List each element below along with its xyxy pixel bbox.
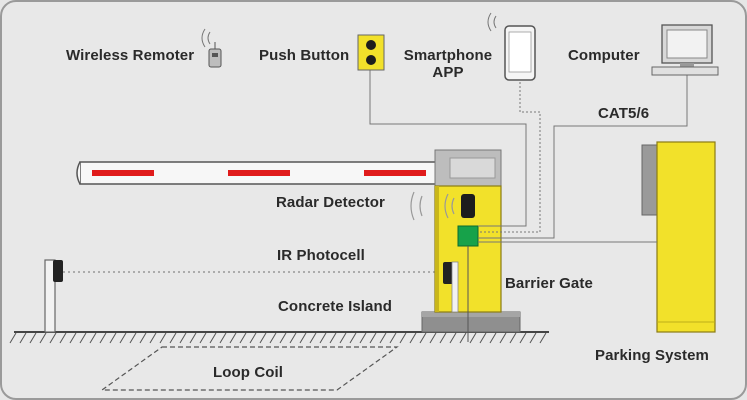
ir-photocell-post xyxy=(44,259,63,333)
label-smartphone-line2: APP xyxy=(432,64,464,81)
loop-coil-shape xyxy=(100,346,399,391)
concrete-island xyxy=(421,311,521,333)
label-ir-photocell: IR Photocell xyxy=(277,247,365,264)
label-smartphone-app: Smartphone APP xyxy=(398,47,498,81)
radar-waves xyxy=(410,191,455,221)
push-button-icon xyxy=(357,34,385,71)
label-concrete-island: Concrete Island xyxy=(278,298,393,315)
label-parking-system: Parking System xyxy=(595,347,709,364)
computer-icon xyxy=(651,24,719,76)
label-cat: CAT5/6 xyxy=(598,105,650,122)
smartphone-icon xyxy=(487,12,536,81)
label-barrier-gate: Barrier Gate xyxy=(505,275,593,292)
connection-wires xyxy=(369,70,688,243)
label-radar-detector: Radar Detector xyxy=(276,194,385,211)
label-wireless-remoter: Wireless Remoter xyxy=(66,47,195,64)
label-smartphone-line1: Smartphone xyxy=(403,47,493,64)
boom-arm xyxy=(76,161,458,185)
barrier-gate-cabinet xyxy=(434,149,502,342)
label-computer: Computer xyxy=(568,47,640,64)
label-loop-coil: Loop Coil xyxy=(213,364,284,381)
label-push-button: Push Button xyxy=(259,47,350,64)
wireless-remoter-icon xyxy=(201,28,222,68)
parking-system-cabinet xyxy=(641,141,716,333)
